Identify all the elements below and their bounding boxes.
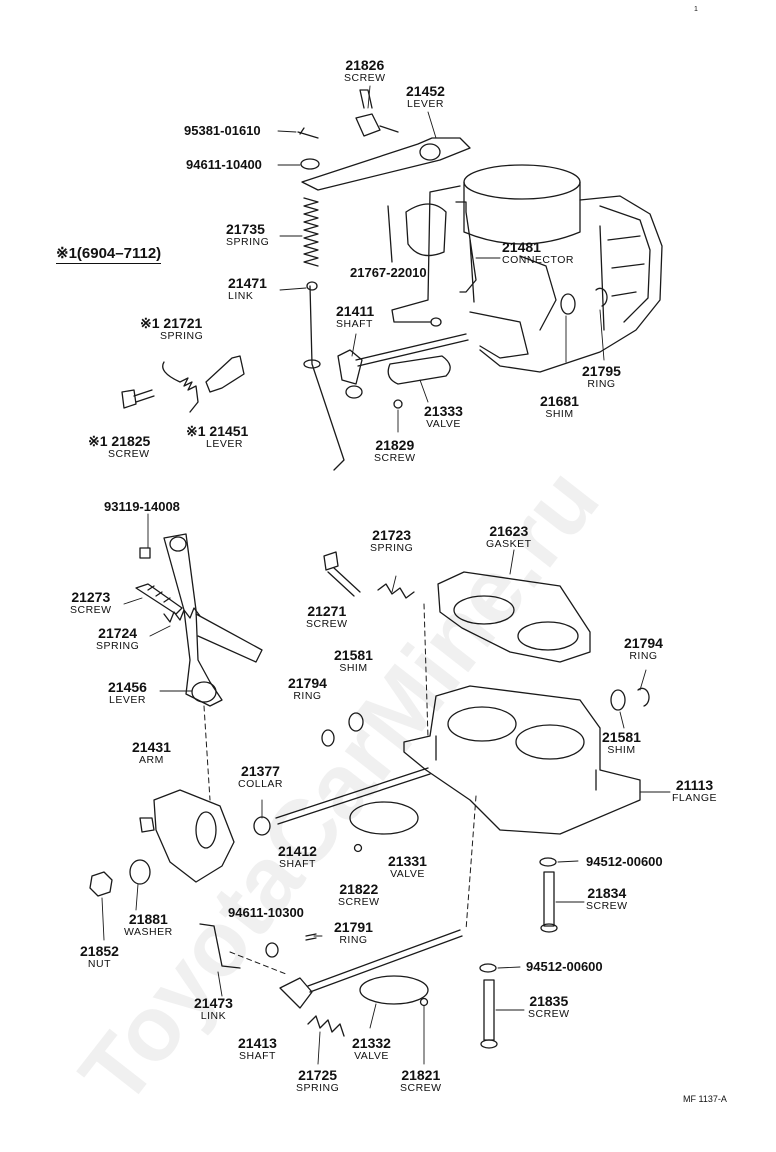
ring-21794-shape [321,729,335,747]
screw-21271-shape [323,551,361,597]
spring-21735 [303,197,319,267]
part-label-93119-14008: 93119-14008 [104,499,180,514]
applicability-note: ※1(6904–7112) [56,245,162,264]
alignment-lines [203,603,477,975]
flange-21113 [403,685,641,835]
screw-21834-shape [539,857,558,933]
valve-21333 [387,355,451,385]
screw-21835-shape [479,963,498,1049]
spring-21723-shape [377,583,415,599]
part-label-94611-10300: 94611-10300 [228,905,304,920]
part-label-95381-01610: 95381-01610 [184,123,261,138]
alt-group-shapes [121,355,245,413]
part-label-94611-10400: 94611-10400 [186,157,262,172]
cam-plate [405,203,447,257]
ring-21795-shape [595,287,608,307]
spring-21725-shape [307,1015,345,1037]
part-label-94512-00600-a: 94512-00600 [586,854,663,869]
connector-21481 [455,201,477,293]
carburetor-body [391,164,663,373]
arm-21431 [139,789,235,883]
lever-21456 [139,533,263,707]
page-number: 1 [694,6,698,13]
part-label-21767-22010: 21767-22010 [350,265,427,280]
shim-21681-shape [560,293,576,315]
leader-lines [101,85,671,1065]
shaft-21411 [337,333,469,399]
shaft-21413 [279,929,463,1009]
reference-code: MF 1137-A [683,1094,727,1104]
spring-21724-shape [163,607,201,623]
gasket-21623 [437,571,591,663]
link-21473-shape [199,923,241,969]
valve-21331-shape [349,801,419,835]
nut-21852-shape [89,871,113,897]
screw-21273-shape [135,583,183,615]
washer-21881-shape [129,859,151,885]
part-label-94512-00600-b: 94512-00600 [526,959,603,974]
lever-21452 [301,89,471,191]
shim-21581-shape [348,712,364,732]
valve-21332-shape [359,975,429,1005]
link-21471 [309,285,345,471]
